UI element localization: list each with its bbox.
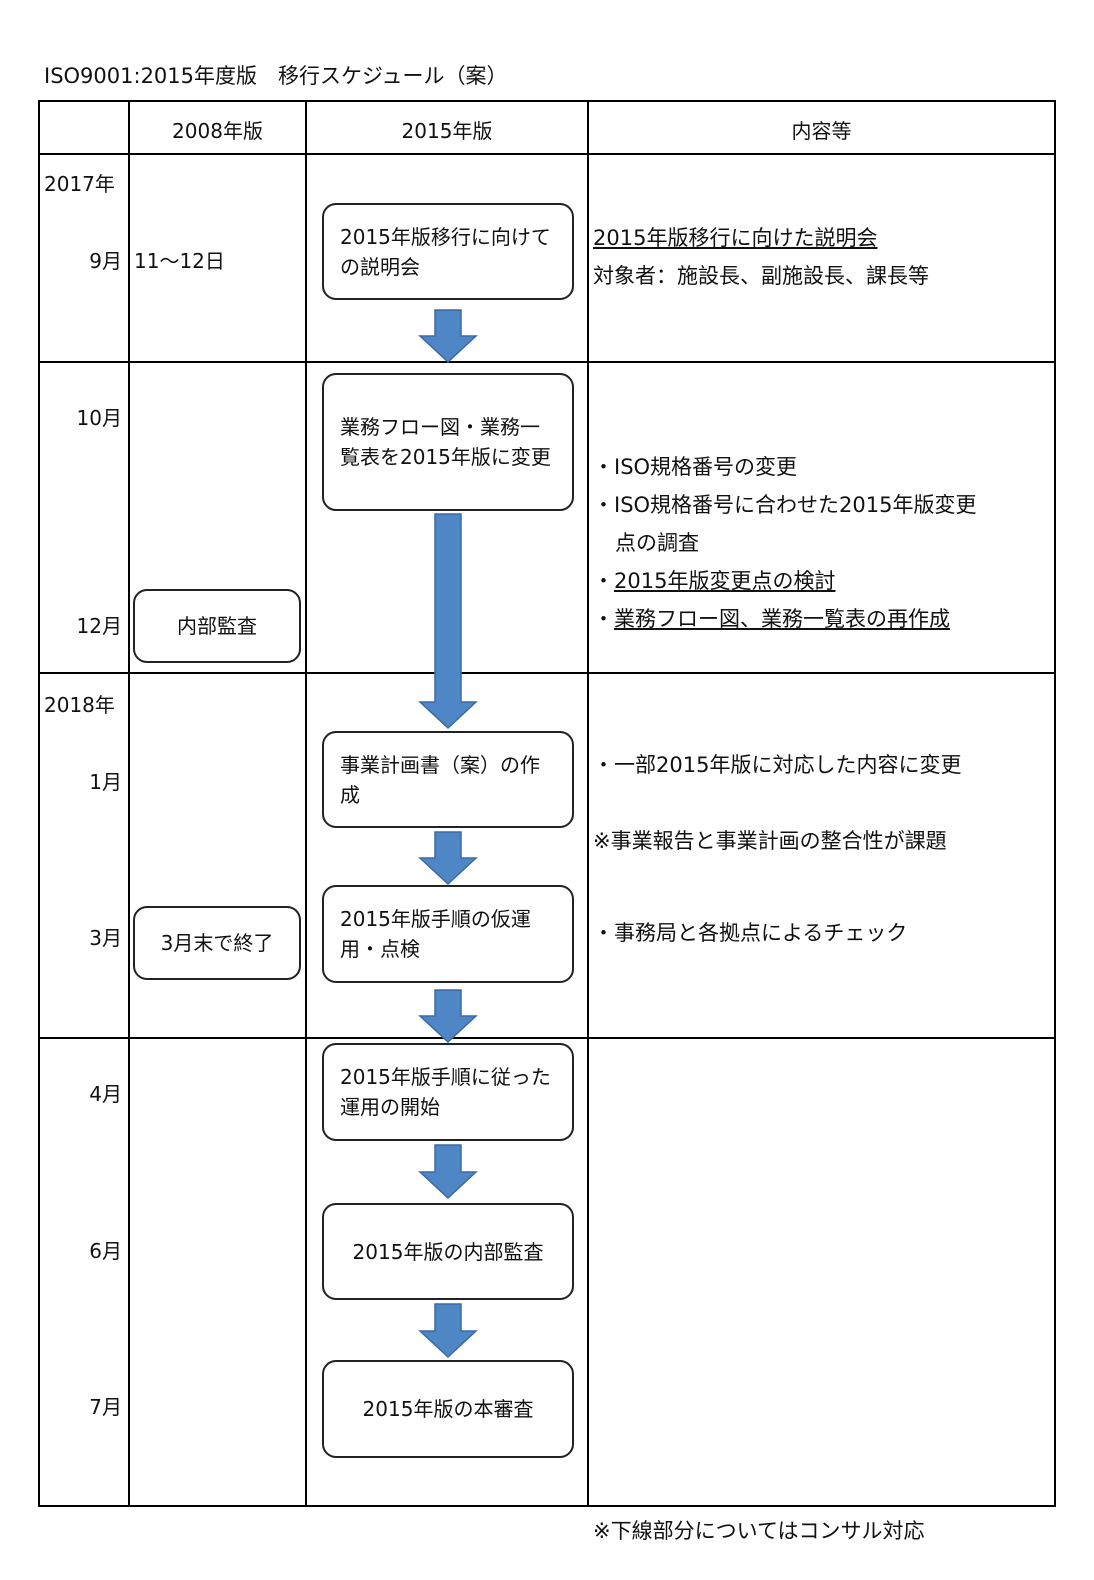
content-remake: ・業務フロー図、業務一覧表の再作成	[593, 600, 950, 638]
month-sep: 9月	[89, 249, 122, 273]
month-apr: 4月	[89, 1082, 122, 1106]
box-2015-trial: 2015年版手順の仮運用・点検	[322, 885, 574, 983]
month-jun: 6月	[89, 1239, 122, 1263]
content-check: ・事務局と各拠点によるチェック	[593, 921, 908, 945]
box-2015-internal-audit: 2015年版の内部監査	[322, 1203, 574, 1300]
content-partial-change: ・一部2015年版に対応した内容に変更	[593, 753, 962, 777]
content-briefing-target: 対象者：施設長、副施設長、課長等	[593, 264, 929, 288]
box-2015-trial-label: 2015年版手順の仮運用・点検	[340, 907, 531, 961]
box-2008-internal-audit-label: 内部監査	[177, 614, 257, 638]
header-content: 内容等	[791, 119, 852, 143]
content-remake-bullet: ・	[593, 607, 614, 631]
content-consistency-note: ※事業報告と事業計画の整合性が課題	[593, 829, 947, 853]
month-jan: 1月	[89, 770, 122, 794]
box-2015-business-plan: 事業計画書（案）の作成	[322, 731, 574, 828]
box-2015-main-audit: 2015年版の本審査	[322, 1360, 574, 1458]
month-mar: 3月	[89, 926, 122, 950]
column-divider-3	[587, 100, 589, 1507]
month-oct: 10月	[76, 406, 122, 430]
content-briefing-title: 2015年版移行に向けた説明会	[593, 226, 878, 250]
row-divider-3	[39, 1037, 1056, 1039]
content-review-text: 2015年版変更点の検討	[614, 569, 836, 593]
row-divider-1	[39, 361, 1056, 363]
box-2015-flow-change-label: 業務フロー図・業務一覧表を2015年版に変更	[340, 415, 551, 469]
box-2015-internal-audit-label: 2015年版の内部監査	[352, 1239, 544, 1264]
box-2015-main-audit-label: 2015年版の本審査	[362, 1397, 534, 1421]
document-title: ISO9001:2015年度版 移行スケジュール（案）	[44, 64, 508, 88]
arrow-plan-to-trial	[418, 831, 478, 886]
table-border-right	[1054, 100, 1056, 1507]
year-2018: 2018年	[44, 693, 115, 717]
content-review-bullet: ・	[593, 569, 614, 593]
arrow-flow-to-plan	[418, 513, 478, 730]
month-dec: 12月	[76, 614, 122, 638]
arrow-briefing-to-flow	[418, 309, 478, 364]
table-border-bottom	[39, 1505, 1056, 1507]
box-2015-business-plan-label: 事業計画書（案）の作成	[340, 752, 540, 807]
table-border-top	[39, 100, 1056, 102]
arrow-trial-to-start	[418, 989, 478, 1044]
box-2008-internal-audit: 内部監査	[133, 589, 301, 663]
header-divider	[39, 153, 1056, 155]
month-jul: 7月	[89, 1395, 122, 1419]
content-review: ・2015年版変更点の検討	[593, 562, 835, 600]
header-2008: 2008年版	[172, 119, 263, 143]
box-2015-briefing: 2015年版移行に向けての説明会	[322, 203, 574, 300]
box-2015-start-ops: 2015年版手順に従った運用の開始	[322, 1043, 574, 1141]
table-border-left	[38, 100, 40, 1507]
column-divider-1	[128, 100, 130, 1507]
row-divider-2	[39, 672, 1056, 674]
arrow-audit-to-main	[418, 1303, 478, 1359]
content-remake-text: 業務フロー図、業務一覧表の再作成	[614, 607, 950, 631]
box-2015-briefing-label: 2015年版移行に向けての説明会	[340, 224, 551, 279]
header-2015: 2015年版	[401, 119, 493, 143]
box-2008-end-march-label: 3月末で終了	[160, 931, 274, 955]
year-2017: 2017年	[44, 172, 115, 196]
box-2015-start-ops-label: 2015年版手順に従った運用の開始	[340, 1065, 551, 1119]
box-2015-flow-change: 業務フロー図・業務一覧表を2015年版に変更	[322, 373, 574, 511]
sep-dates: 11～12日	[134, 249, 225, 273]
content-iso-survey-line1: ・ISO規格番号に合わせた2015年版変更	[593, 493, 977, 517]
column-divider-2	[305, 100, 307, 1507]
footnote: ※下線部分についてはコンサル対応	[593, 1519, 925, 1543]
content-iso-number-change: ・ISO規格番号の変更	[593, 455, 798, 479]
content-iso-survey-line2: 点の調査	[615, 531, 699, 555]
arrow-start-to-audit	[418, 1144, 478, 1200]
box-2008-end-march: 3月末で終了	[133, 906, 301, 980]
